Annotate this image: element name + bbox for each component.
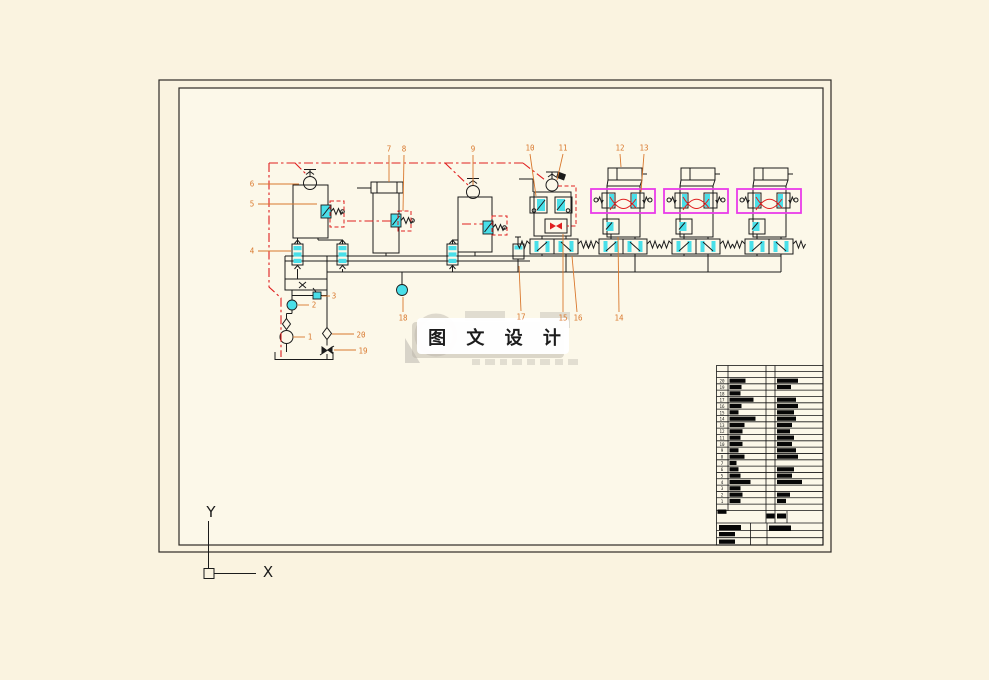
directional-valve — [659, 238, 733, 255]
callout-label: 4 — [250, 247, 255, 256]
part-row-number: 15 — [719, 410, 725, 415]
callout-label: 17 — [516, 313, 525, 322]
part-row-number: 20 — [719, 379, 725, 384]
callout-18: 18 — [398, 297, 408, 323]
callout-label: 8 — [402, 145, 407, 154]
part-row-number: 13 — [719, 423, 725, 428]
hydraulic-schematic — [268, 162, 806, 360]
part-row-number: 11 — [719, 436, 725, 441]
callout-label: 5 — [250, 200, 255, 209]
callout-label: 13 — [639, 144, 648, 153]
callout-5: 5 — [250, 200, 317, 209]
callout-label: 7 — [387, 145, 392, 154]
watermark: 图 文 设 计 — [405, 311, 578, 365]
callout-14: 14 — [614, 236, 624, 323]
callout-label: 19 — [358, 347, 367, 356]
callout-4: 4 — [250, 247, 291, 256]
callout-label: 18 — [398, 314, 408, 323]
manifold-lines — [284, 255, 781, 296]
part-row-number: 3 — [721, 486, 724, 491]
callout-1: 1 — [293, 333, 312, 342]
callout-12: 12 — [615, 144, 625, 168]
cylinder-unit — [736, 167, 802, 272]
ucs-y-label: Y — [205, 503, 216, 521]
part-row-number: 18 — [719, 391, 725, 396]
part-row-number: 19 — [719, 385, 725, 390]
part-row-number: 6 — [721, 467, 724, 472]
part-row-number: 16 — [719, 404, 725, 409]
ucs-icon: Y X — [203, 503, 273, 581]
pilot-lines — [268, 162, 546, 357]
callout-label: 9 — [471, 145, 476, 154]
directional-valve — [586, 238, 660, 255]
watermark-url-dots — [472, 359, 578, 365]
part-row-number: 2 — [721, 493, 724, 498]
callout-label: 20 — [356, 331, 366, 340]
watermark-text: 图 文 设 计 — [428, 327, 568, 349]
callout-6: 6 — [250, 180, 299, 189]
part-row-number: 14 — [719, 417, 725, 422]
ucs-origin-box — [203, 568, 215, 579]
part-row-number: 5 — [721, 474, 724, 479]
ucs-x-label: X — [263, 563, 273, 581]
callout-15: 15 — [558, 234, 568, 323]
callout-10: 10 — [525, 144, 537, 197]
callout-13: 13 — [639, 144, 649, 193]
callout-label: 2 — [312, 301, 317, 310]
part-row-number: 9 — [721, 448, 724, 453]
pump-station — [274, 169, 345, 360]
part-row-number: 7 — [721, 461, 724, 466]
cylinder-unit — [590, 167, 656, 272]
part-row-number: 17 — [719, 398, 725, 403]
callout-2: 2 — [298, 301, 316, 310]
filter-symbol — [336, 239, 349, 270]
callout-11: 11 — [556, 144, 568, 181]
callout-label: 11 — [558, 144, 567, 153]
part-row-number: 12 — [719, 429, 725, 434]
callout-17: 17 — [516, 265, 526, 322]
callout-label: 12 — [615, 144, 624, 153]
callout-16: 16 — [571, 255, 583, 323]
callout-7: 7 — [387, 145, 392, 182]
filter-symbol — [446, 239, 459, 270]
callout-label: 1 — [308, 333, 313, 342]
callout-20: 20 — [332, 331, 366, 340]
pump-unit — [452, 178, 508, 272]
callout-19: 19 — [334, 347, 368, 356]
callout-8: 8 — [402, 145, 407, 212]
callout-3: 3 — [322, 292, 336, 301]
callout-label: 16 — [573, 314, 583, 323]
part-row-number: 4 — [721, 480, 724, 485]
callout-label: 10 — [525, 144, 535, 153]
filter-symbol — [291, 239, 304, 270]
callout-label: 6 — [250, 180, 255, 189]
part-row-number: 1 — [721, 499, 724, 504]
directional-valve — [517, 238, 591, 255]
watermark-card — [417, 318, 569, 354]
part-row-number: 10 — [719, 442, 725, 447]
cylinder-unit — [663, 167, 729, 272]
sheet-outer-border — [158, 79, 832, 553]
callout-label: 14 — [614, 314, 624, 323]
watermark-logo-block — [465, 311, 505, 321]
part-row-number: 8 — [721, 455, 724, 460]
callout-label: 3 — [332, 292, 337, 301]
callout-9: 9 — [471, 145, 476, 185]
callout-label: 15 — [558, 314, 567, 323]
directional-valve — [732, 238, 806, 255]
